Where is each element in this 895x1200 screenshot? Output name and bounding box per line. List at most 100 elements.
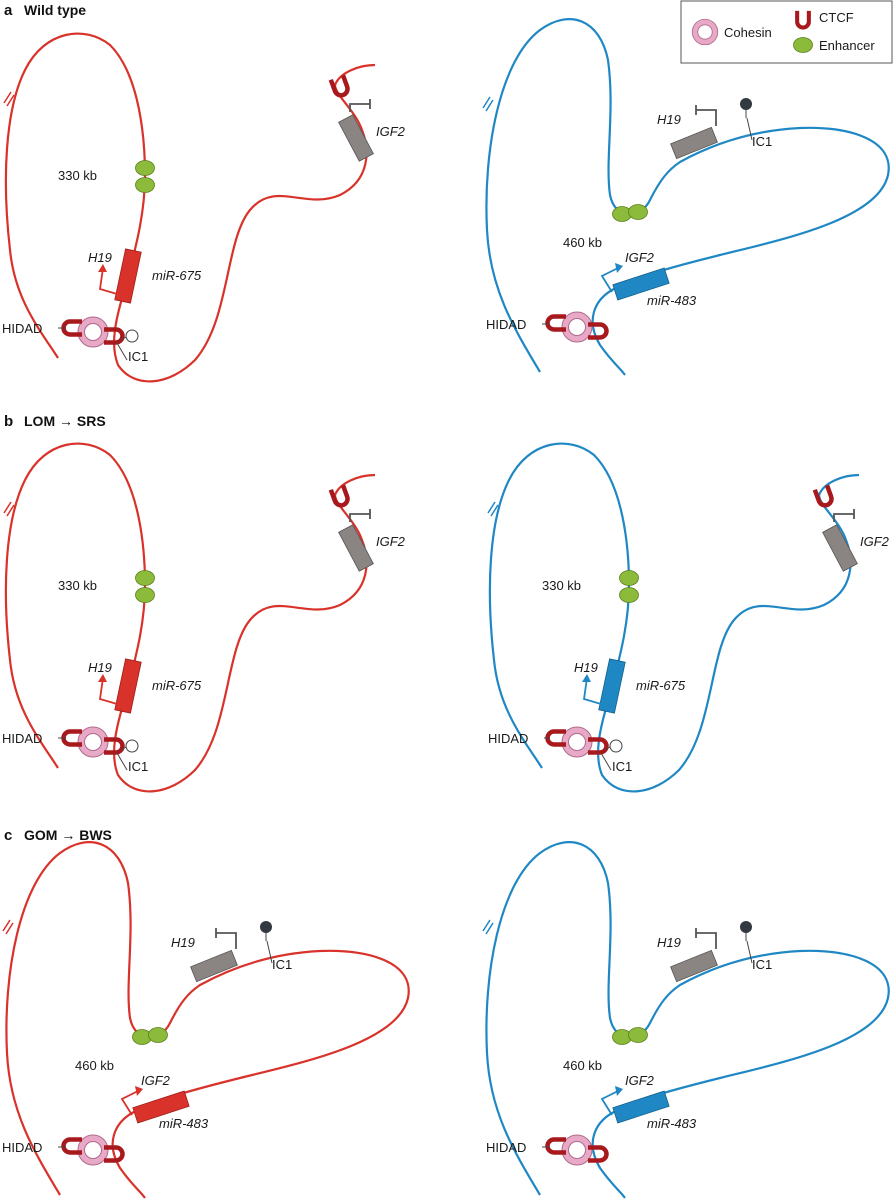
panel-c-paternal: 460 kb H19 IC1 IGF2 miR-483 HIDAD bbox=[2, 841, 410, 1199]
ic1-unmethylated bbox=[125, 739, 139, 753]
enhancer bbox=[135, 587, 155, 603]
h19-label: H19 bbox=[171, 935, 195, 950]
fiber-break-mark bbox=[3, 501, 15, 517]
panel-b-title: LOM → SRS bbox=[24, 413, 106, 429]
h19-gene-active bbox=[598, 658, 626, 714]
inactive-promoter bbox=[349, 509, 371, 522]
h19-gene-active bbox=[114, 658, 142, 714]
enhancer bbox=[619, 570, 639, 586]
hidad-label: HIDAD bbox=[2, 321, 42, 336]
mir483-label: miR-483 bbox=[159, 1116, 209, 1131]
hidad-label: HIDAD bbox=[486, 1140, 526, 1155]
enhancer bbox=[135, 570, 155, 586]
inactive-promoter bbox=[695, 105, 717, 126]
inactive-promoter bbox=[349, 99, 371, 112]
h19-gene-silenced bbox=[670, 126, 718, 160]
igf2-gene-active bbox=[612, 267, 670, 301]
enhancer-legend-icon bbox=[793, 37, 813, 53]
ic1-label: IC1 bbox=[128, 759, 148, 774]
igf2-label: IGF2 bbox=[376, 124, 406, 139]
inactive-promoter bbox=[215, 928, 237, 949]
igf2-gene-silenced bbox=[338, 524, 374, 572]
ic1-label: IC1 bbox=[272, 957, 292, 972]
inactive-promoter bbox=[833, 509, 855, 522]
active-promoter-arrow bbox=[98, 267, 118, 295]
panel-a-heading: a Wild type bbox=[4, 2, 86, 19]
igf2-label: IGF2 bbox=[625, 250, 655, 265]
igf2-label: IGF2 bbox=[376, 534, 406, 549]
legend-enhancer-label: Enhancer bbox=[819, 38, 875, 53]
igf2-gene-silenced bbox=[338, 114, 374, 162]
chromatin-fiber bbox=[4, 32, 376, 383]
hidad-label: HIDAD bbox=[2, 731, 42, 746]
active-promoter-arrow bbox=[582, 677, 602, 705]
panel-a-title: Wild type bbox=[24, 2, 86, 18]
enhancer bbox=[135, 177, 155, 193]
ic1-label: IC1 bbox=[752, 134, 772, 149]
enhancer bbox=[148, 1027, 168, 1043]
panel-a-paternal: 330 kb H19 miR-675 HIDAD IC1 IGF2 bbox=[2, 32, 406, 383]
mir675-label: miR-675 bbox=[152, 268, 202, 283]
h19-gene-active bbox=[114, 248, 142, 304]
panel-c-letter: c bbox=[4, 827, 12, 844]
fiber-break-mark bbox=[3, 91, 15, 107]
inactive-promoter bbox=[695, 928, 717, 949]
distance-label: 460 kb bbox=[563, 1058, 602, 1073]
chromatin-fiber bbox=[488, 442, 860, 793]
hidad-label: HIDAD bbox=[486, 317, 526, 332]
ic1-unmethylated bbox=[125, 329, 139, 343]
h19-label: H19 bbox=[88, 250, 112, 265]
ic1-stalk bbox=[120, 336, 127, 341]
igf2-gene-silenced bbox=[822, 524, 858, 572]
panel-c-maternal: 460 kb H19 IC1 IGF2 miR-483 HIDAD bbox=[482, 841, 890, 1199]
fiber-break-mark bbox=[487, 501, 499, 517]
ic1-methylated bbox=[260, 921, 272, 933]
enhancer bbox=[628, 1027, 648, 1043]
panel-b-paternal: 330 kb H19 miR-675 HIDAD IC1 IGF2 bbox=[2, 442, 406, 793]
ic1-label: IC1 bbox=[128, 349, 148, 364]
distance-label: 460 kb bbox=[563, 235, 602, 250]
h19-gene-silenced bbox=[670, 949, 718, 983]
cohesin-ring bbox=[77, 316, 109, 348]
h19-label: H19 bbox=[88, 660, 112, 675]
active-promoter-arrow bbox=[600, 267, 619, 293]
panel-a-maternal: 460 kb H19 IC1 IGF2 miR-483 HIDAD bbox=[482, 18, 890, 376]
fiber-break-mark bbox=[482, 96, 494, 112]
mir675-label: miR-675 bbox=[152, 678, 202, 693]
cohesin-legend-icon bbox=[691, 18, 719, 46]
enhancer bbox=[619, 587, 639, 603]
chromatin-fiber bbox=[4, 442, 376, 793]
hidad-label: HIDAD bbox=[488, 731, 528, 746]
chromatin-fiber bbox=[5, 841, 410, 1199]
ic1-label: IC1 bbox=[612, 759, 632, 774]
ic1-methylated bbox=[740, 98, 752, 110]
distance-label: 330 kb bbox=[542, 578, 581, 593]
panel-c-heading: c GOM → BWS bbox=[4, 827, 112, 844]
h19-label: H19 bbox=[574, 660, 598, 675]
mir483-label: miR-483 bbox=[647, 1116, 697, 1131]
cohesin-ring bbox=[561, 311, 593, 343]
cohesin-ring bbox=[77, 726, 109, 758]
panel-c-title: GOM → BWS bbox=[24, 827, 112, 843]
panel-b-maternal: 330 kb H19 miR-675 HIDAD IC1 IGF2 bbox=[487, 442, 890, 793]
igf2-label: IGF2 bbox=[625, 1073, 655, 1088]
cohesin-ring bbox=[561, 726, 593, 758]
mir675-label: miR-675 bbox=[636, 678, 686, 693]
legend: Cohesin CTCF Enhancer bbox=[680, 0, 893, 64]
enhancer bbox=[628, 204, 648, 220]
panel-b-heading: b LOM → SRS bbox=[4, 413, 106, 430]
panel-a-letter: a bbox=[4, 2, 13, 19]
h19-label: H19 bbox=[657, 935, 681, 950]
mir483-label: miR-483 bbox=[647, 293, 697, 308]
active-promoter-arrow bbox=[120, 1090, 139, 1116]
fiber-break-mark bbox=[482, 919, 494, 935]
cohesin-ring bbox=[561, 1134, 593, 1166]
igf2-label: IGF2 bbox=[860, 534, 890, 549]
legend-cohesin-label: Cohesin bbox=[724, 25, 772, 40]
ic1-label: IC1 bbox=[752, 957, 772, 972]
panel-b-letter: b bbox=[4, 413, 13, 430]
active-promoter-arrow bbox=[98, 677, 118, 705]
distance-label: 460 kb bbox=[75, 1058, 114, 1073]
hidad-label: HIDAD bbox=[2, 1140, 42, 1155]
